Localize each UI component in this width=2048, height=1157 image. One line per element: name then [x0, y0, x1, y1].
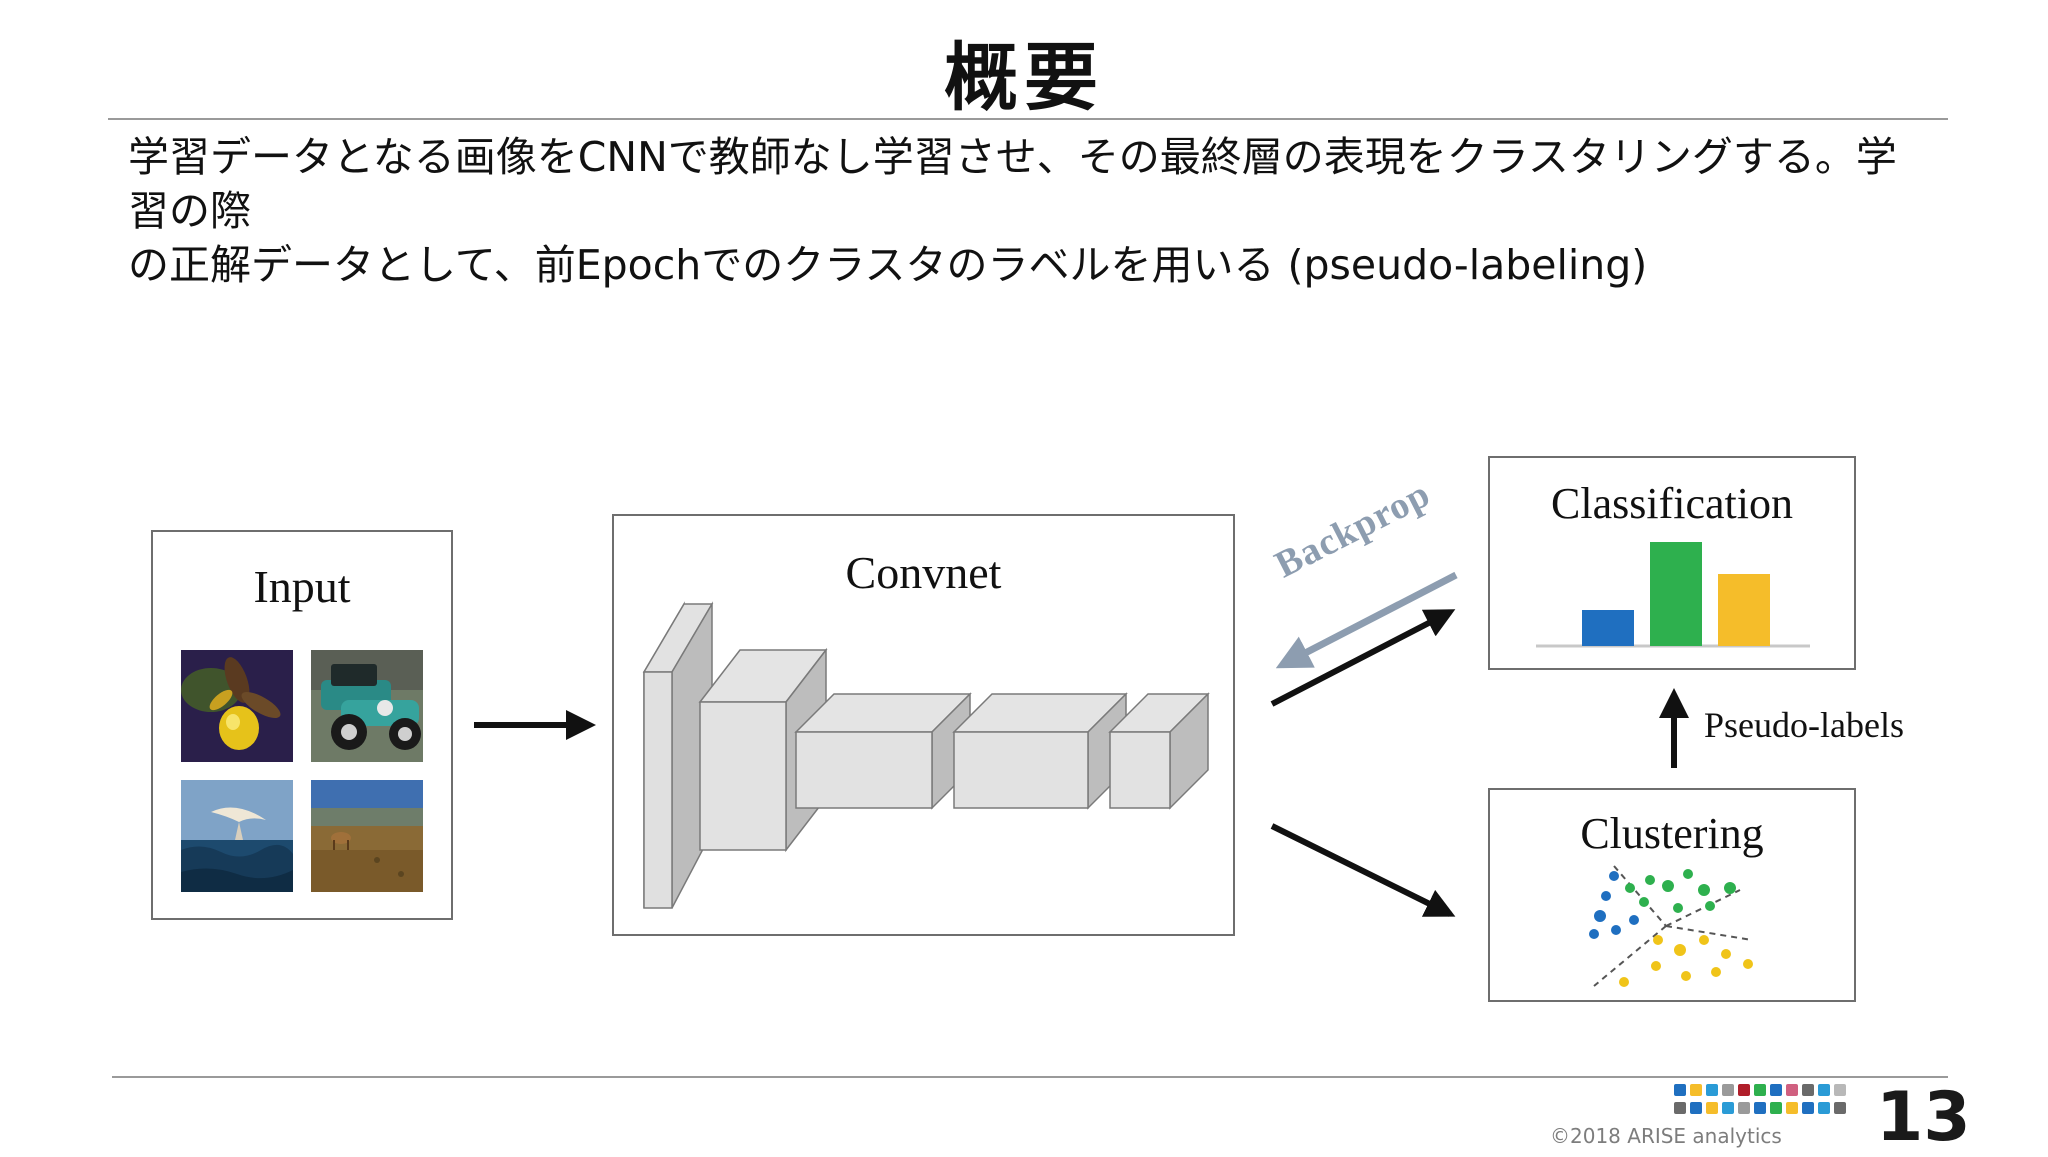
input-box: Input: [151, 530, 453, 920]
clustering-scatter: [1589, 865, 1753, 987]
footer-divider: [112, 1076, 1948, 1078]
bird-over-sea-photo: [181, 780, 293, 892]
vintage-car-photo: [311, 650, 423, 762]
footer-copyright: ©2018 ARISE analytics: [1550, 1124, 1782, 1148]
convnet-label: Convnet: [845, 547, 1002, 598]
class-bar-blue: [1582, 610, 1634, 646]
slide-description: 学習データとなる画像をCNNで教師なし学習させ、その最終層の表現をクラスタリング…: [128, 130, 1928, 292]
orchid-flower-photo: [181, 650, 293, 762]
convnet-to-classification-arrow: [1270, 609, 1456, 707]
class-bar-green: [1650, 542, 1702, 646]
convnet-layers: [642, 601, 1210, 909]
slide-title: 概要: [944, 35, 1104, 121]
classification-bars: [1536, 542, 1810, 648]
convnet-box: Convnet: [612, 514, 1235, 936]
page-number: 13: [1876, 1078, 1971, 1157]
clustering-box: Clustering: [1488, 788, 1856, 1002]
classification-box: Classification: [1488, 456, 1856, 670]
backprop-arrow: [1275, 571, 1458, 669]
description-line-1: 学習データとなる画像をCNNで教師なし学習させ、その最終層の表現をクラスタリング…: [128, 133, 1897, 235]
arise-logo: [1674, 1084, 1858, 1120]
convnet-to-clustering-arrow: [1270, 823, 1456, 917]
title-divider: [108, 118, 1948, 120]
clustering-label: Clustering: [1580, 809, 1764, 858]
pseudo-labels-label: Pseudo-labels: [1704, 705, 1904, 745]
classification-label: Classification: [1551, 479, 1793, 528]
input-label: Input: [253, 561, 351, 612]
class-bar-yellow: [1718, 574, 1770, 646]
deer-in-field-photo: [311, 780, 423, 892]
backprop-label: Backprop: [1268, 472, 1438, 587]
description-line-2: の正解データとして、前Epochでのクラスタのラベルを用いる (pseudo-l…: [128, 241, 1648, 289]
